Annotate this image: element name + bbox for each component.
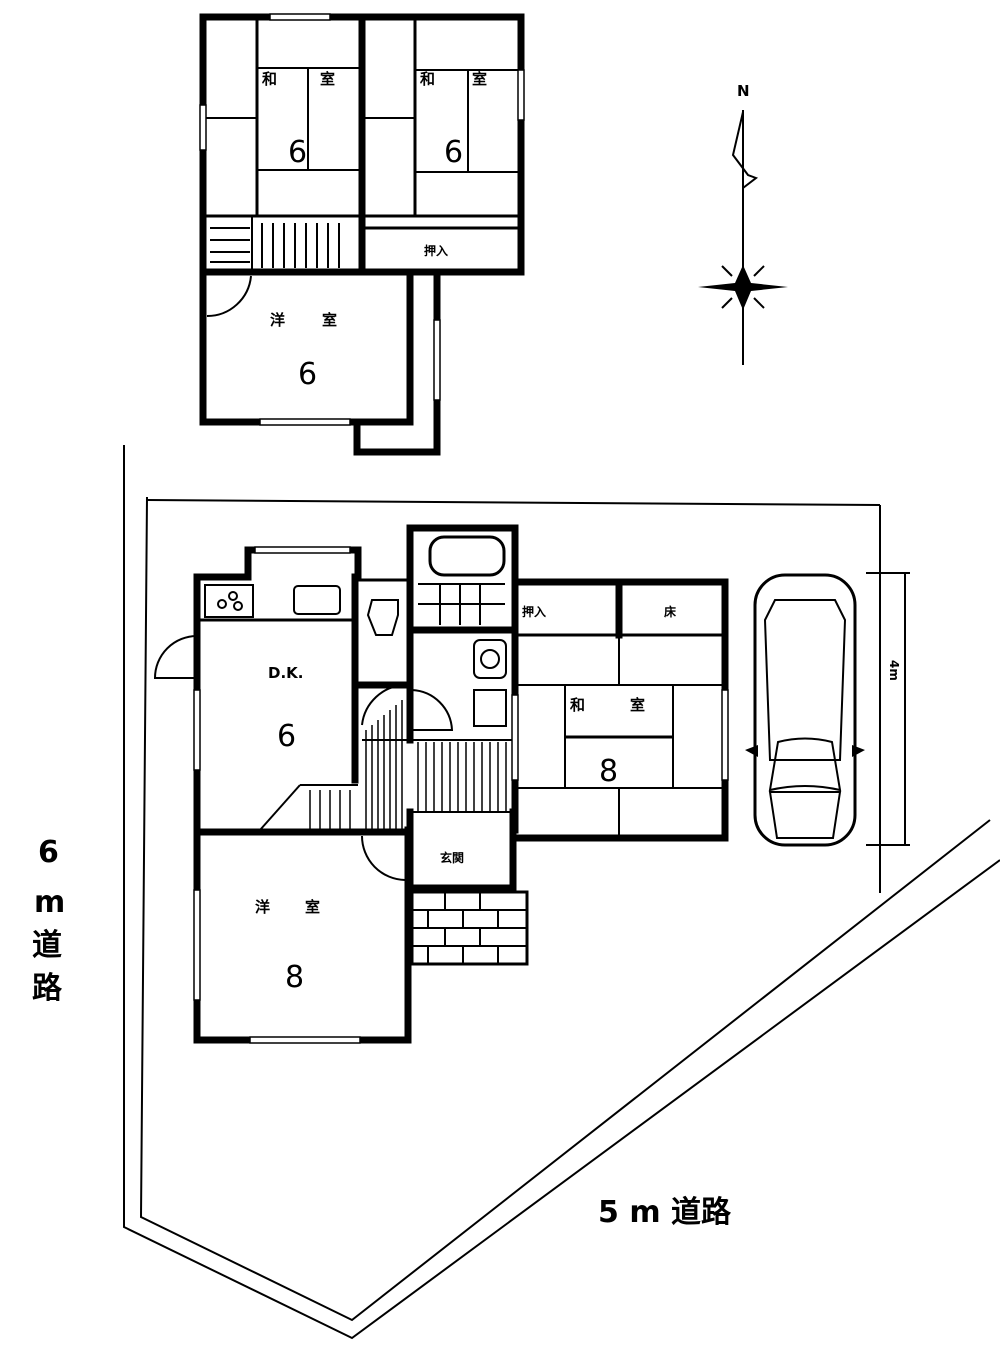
room-label-washitsu-1f-left: 和 bbox=[570, 696, 585, 714]
hallway-floorboards bbox=[362, 700, 515, 832]
parking-dimension: 4m bbox=[866, 572, 910, 846]
room-label-youshitsu-2f-right: 室 bbox=[322, 311, 337, 329]
site-boundary bbox=[123, 445, 1000, 1340]
tatami-count-youshitsu-1f: 8 bbox=[285, 960, 304, 995]
room-label-washitsu-1f-right: 室 bbox=[630, 696, 645, 714]
tatami-count-dining-kitchen: 6 bbox=[277, 719, 296, 754]
room-label-dining-kitchen: D.K. bbox=[268, 664, 303, 682]
tatami-count-washitsu-a: 6 bbox=[288, 135, 307, 170]
alcove-label: 床 bbox=[664, 604, 677, 619]
west-road-unit: m bbox=[34, 885, 65, 920]
room-label-youshitsu-1f-left: 洋 bbox=[255, 898, 270, 916]
room-label-youshitsu-1f-right: 室 bbox=[305, 898, 320, 916]
entrance-label: 玄関 bbox=[440, 850, 464, 865]
first-floor-plan: 押入 床 和 室 8 D.K. 6 玄関 洋 室 8 bbox=[153, 524, 729, 1044]
car-icon bbox=[745, 573, 865, 847]
south-road-label: 5 m 道路 bbox=[598, 1195, 732, 1230]
staircase-1f bbox=[259, 784, 358, 831]
north-arrow-icon: N bbox=[698, 82, 788, 365]
west-road-char1: 道 bbox=[32, 928, 62, 963]
room-label-washitsu-a-right: 室 bbox=[320, 70, 335, 88]
closet-label-1f: 押入 bbox=[522, 604, 546, 619]
west-road-width: 6 bbox=[38, 835, 59, 870]
staircase-2f bbox=[210, 216, 340, 272]
second-floor-plan: 和 室 6 和 室 6 押入 洋 室 6 bbox=[199, 13, 525, 456]
room-label-washitsu-b-right: 室 bbox=[472, 70, 487, 88]
closet-label-2f: 押入 bbox=[424, 243, 448, 258]
room-label-washitsu-b-left: 和 bbox=[420, 70, 435, 88]
tatami-count-washitsu-1f: 8 bbox=[599, 754, 618, 789]
parking-dimension-label: 4m bbox=[887, 660, 901, 681]
room-label-washitsu-a-left: 和 bbox=[262, 70, 277, 88]
west-road-char2: 路 bbox=[32, 971, 63, 1006]
tatami-count-washitsu-b: 6 bbox=[444, 135, 463, 170]
room-label-youshitsu-2f-left: 洋 bbox=[270, 311, 285, 329]
entrance-porch bbox=[410, 890, 529, 966]
tatami-count-youshitsu-2f: 6 bbox=[298, 357, 317, 392]
west-road-label: 6 m 道 路 bbox=[32, 835, 65, 1006]
north-label: N bbox=[737, 82, 750, 100]
